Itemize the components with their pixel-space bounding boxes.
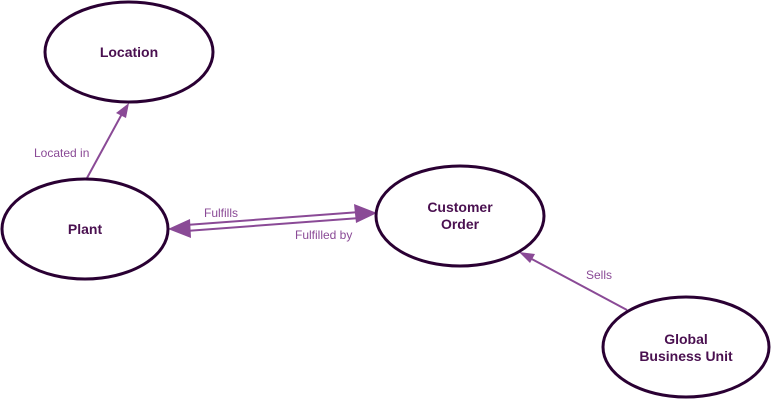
node-global-business-unit-label-line-2: Business Unit	[639, 348, 733, 364]
node-global-business-unit-shape	[601, 295, 771, 399]
node-customer-order-label-line-2: Order	[441, 216, 480, 232]
node-plant[interactable]: Plant	[0, 177, 170, 281]
edge-sells-label: Sells	[586, 268, 612, 282]
edge-fulfills-label: Fulfills	[204, 206, 238, 220]
edge-fulfills-arrowhead	[168, 219, 191, 238]
edge-sells: Sells	[519, 252, 628, 311]
edge-fulfills-pair: Fulfills Fulfilled by	[168, 204, 377, 242]
node-plant-shape	[0, 177, 170, 281]
node-plant-label: Plant	[68, 221, 103, 237]
node-global-business-unit-label-line-1: Global	[664, 331, 708, 347]
edge-located-in-line	[86, 111, 124, 179]
node-location[interactable]: Location	[43, 0, 215, 104]
edge-fulfills-line	[185, 211, 361, 226]
edge-sells-arrowhead	[519, 252, 535, 263]
edge-fulfilled-by-line	[185, 217, 361, 232]
node-location-label: Location	[100, 44, 158, 60]
edge-located-in-label: Located in	[34, 146, 89, 160]
edge-located-in: Located in	[34, 103, 129, 179]
edge-sells-line	[527, 256, 628, 311]
node-global-business-unit[interactable]: Global Business Unit	[601, 295, 771, 399]
edge-fulfilled-by-label: Fulfilled by	[295, 228, 352, 242]
edge-located-in-arrowhead	[116, 103, 129, 118]
node-customer-order-shape	[374, 164, 546, 268]
edge-fulfilled-by-arrowhead	[354, 204, 377, 223]
node-location-shape	[43, 0, 215, 104]
node-customer-order-label-line-1: Customer	[427, 199, 493, 215]
node-customer-order[interactable]: Customer Order	[374, 164, 546, 268]
